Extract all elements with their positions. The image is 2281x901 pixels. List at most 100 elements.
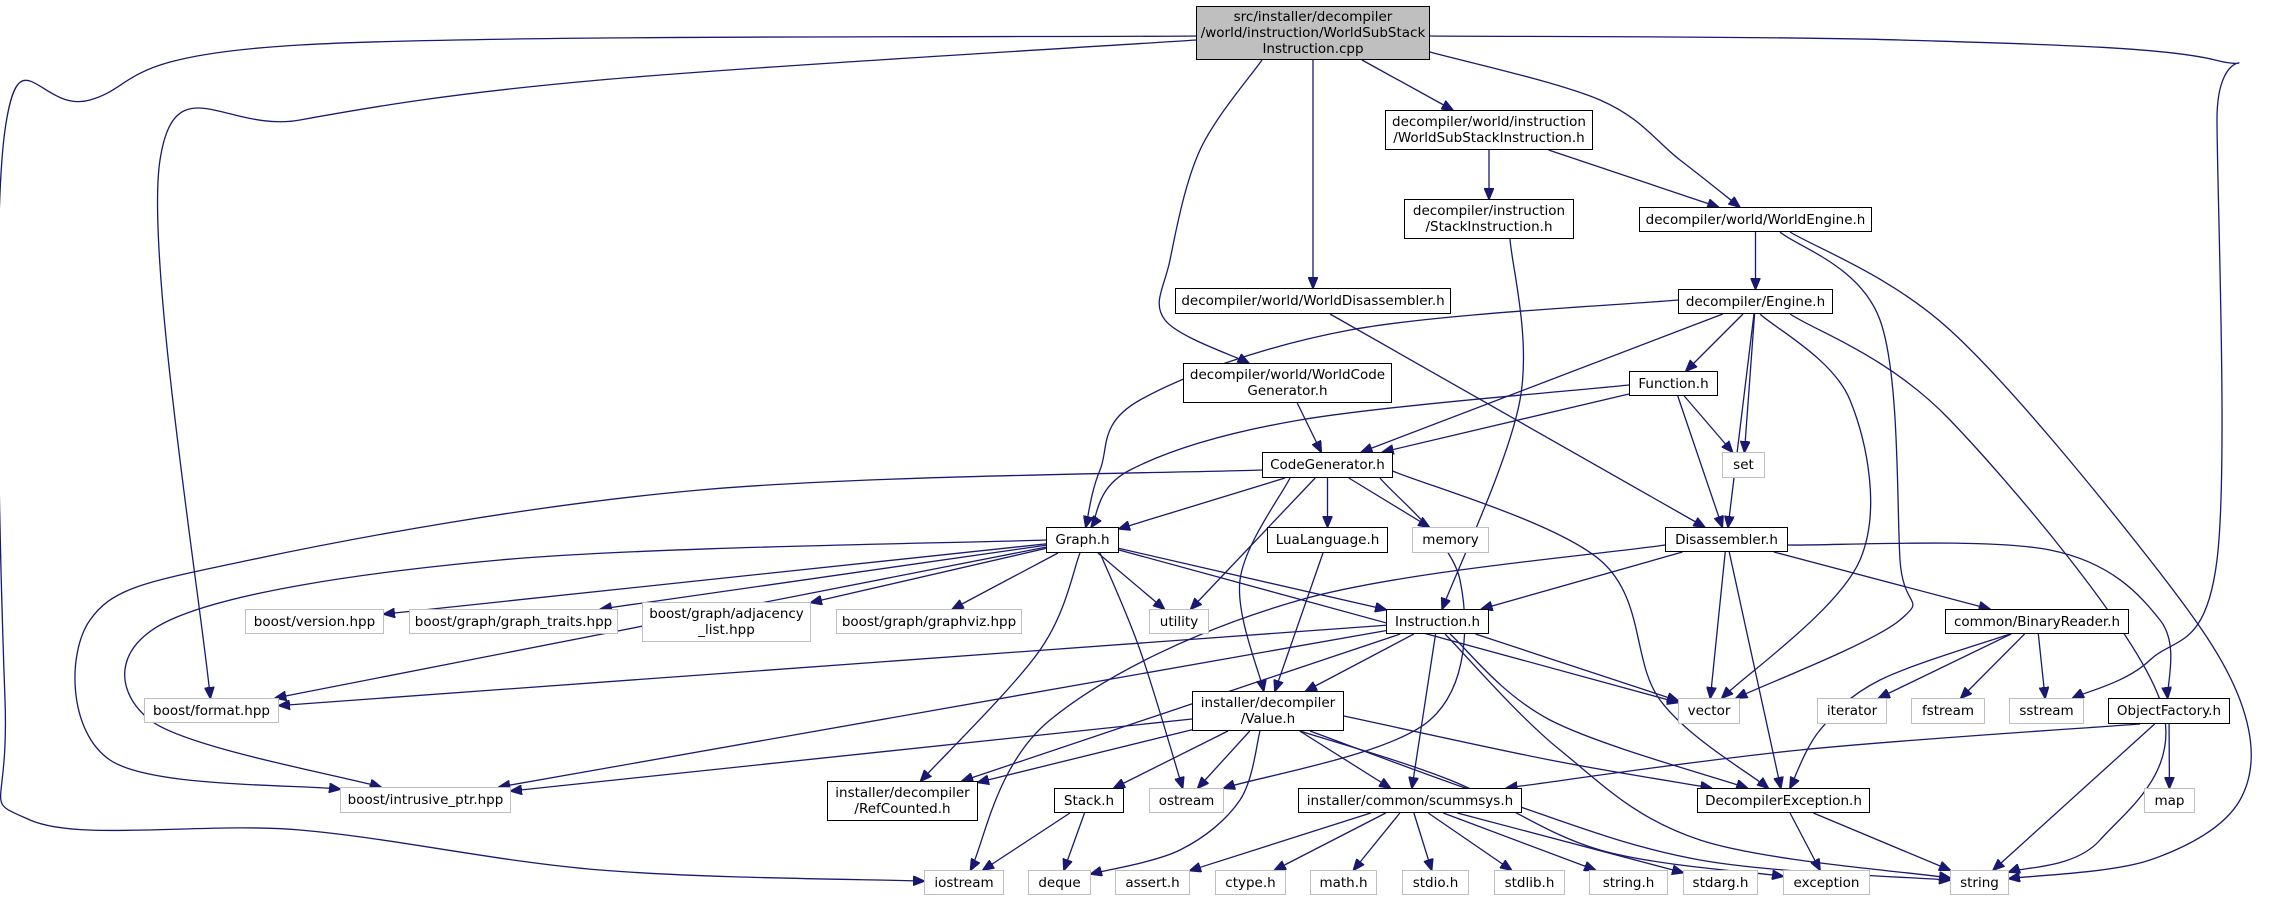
edge-instruction-h-to-string [1444, 633, 1950, 878]
node-boost-version-hpp: boost/version.hpp [245, 609, 384, 634]
node-stdarg-h: stdarg.h [1683, 870, 1758, 895]
node-binary-reader-h[interactable]: common/BinaryReader.h [1945, 609, 2129, 634]
edge-value-h-to-intrusive-ptr [511, 718, 1193, 791]
node-world-engine-h[interactable]: decompiler/world/WorldEngine.h [1639, 207, 1872, 232]
edge-codegen-h-to-decompexc-h [1389, 469, 1768, 788]
node-exception: exception [1783, 870, 1870, 895]
node-boost-adjacency-list-hpp: boost/graph/adjacency _list.hpp [642, 602, 811, 642]
edge-graph-h-to-ostream [1099, 552, 1183, 788]
edge-scummsys-h-to-stdarg-h [1457, 812, 1683, 873]
edge-engine-h-to-codegen-h [1362, 313, 1724, 452]
node-iterator: iterator [1817, 698, 1887, 724]
edge-instruction-h-to-refcounted-h [962, 633, 1401, 781]
edge-engine-h-to-set [1744, 313, 1756, 452]
edge-graph-h-to-graphviz [953, 552, 1059, 609]
node-boost-graph-traits-hpp: boost/graph/graph_traits.hpp [409, 609, 618, 634]
node-scummsys-h[interactable]: installer/common/scummsys.h [1298, 788, 1522, 813]
edge-disasm-h-to-decompexc-h [1728, 551, 1781, 788]
node-map: map [2144, 788, 2195, 813]
edge-value-h-to-exception [1299, 730, 1783, 876]
node-ostream: ostream [1149, 788, 1224, 813]
edge-engine-h-to-string [1789, 313, 2167, 872]
node-string-h: string.h [1589, 870, 1668, 895]
edge-stack-h-to-deque [1064, 812, 1086, 870]
edge-codegen-h-to-graph-h [1119, 477, 1286, 529]
node-function-h[interactable]: Function.h [1629, 371, 1718, 396]
edge-binreader-h-to-iterator [1879, 633, 2012, 698]
node-instruction-h[interactable]: Instruction.h [1386, 609, 1489, 634]
node-ctype-h: ctype.h [1215, 870, 1286, 895]
node-vector: vector [1678, 698, 1740, 724]
node-code-generator-h[interactable]: CodeGenerator.h [1262, 452, 1393, 478]
node-decompiler-exception-h[interactable]: DecompilerException.h [1697, 788, 1870, 813]
edge-root-to-sstream [1429, 35, 2240, 698]
edge-disasm-h-to-vector [1710, 551, 1726, 698]
edge-scummsys-h-to-stdio-h [1413, 812, 1432, 870]
edge-root-to-worldengine-h [1429, 51, 1740, 207]
edge-instruction-h-to-vector [1475, 633, 1678, 701]
edge-worldengine-h-to-string [1789, 231, 2252, 879]
edge-graph-h-to-adjacency [811, 547, 1047, 602]
edge-root-to-wssi-h [1361, 59, 1453, 110]
edge-graph-h-to-refcounted-h [921, 552, 1081, 781]
edge-lua-h-to-value-h [1275, 552, 1324, 691]
edge-graph-h-to-boost-version [384, 543, 1047, 614]
edge-root-to-iostream [0, 35, 1197, 881]
node-value-h[interactable]: installer/decompiler /Value.h [1192, 691, 1344, 731]
edge-binreader-h-to-decompexc-h [1790, 633, 2011, 788]
node-object-factory-h[interactable]: ObjectFactory.h [2108, 698, 2230, 724]
node-lua-language-h[interactable]: LuaLanguage.h [1267, 527, 1388, 553]
edge-objfactory-h-to-scummsys-h [1507, 723, 2141, 788]
edge-function-h-to-set [1683, 395, 1732, 452]
edge-decompexc-h-to-exception [1789, 812, 1820, 870]
node-boost-graphviz-hpp: boost/graph/graphviz.hpp [836, 609, 1022, 634]
edge-value-h-to-deque [1091, 730, 1261, 874]
node-string: string [1950, 870, 2009, 895]
node-root-file: src/installer/decompiler /world/instruct… [1196, 6, 1430, 60]
edge-wssi-h-to-worldengine-h [1548, 149, 1719, 207]
edge-stack-h-to-iostream [983, 812, 1071, 870]
edge-codegen-h-to-value-h [1238, 477, 1291, 691]
node-stdio-h: stdio.h [1402, 870, 1469, 895]
edge-root-to-worldcodegen-h [1158, 59, 1263, 363]
node-world-code-generator-h[interactable]: decompiler/world/WorldCode Generator.h [1183, 363, 1392, 403]
edge-scummsys-h-to-assert-h [1190, 812, 1371, 871]
node-boost-format-hpp: boost/format.hpp [144, 698, 279, 723]
node-world-disassembler-h[interactable]: decompiler/world/WorldDisassembler.h [1175, 288, 1451, 314]
edge-root-to-boost-format [156, 39, 1197, 698]
node-graph-h[interactable]: Graph.h [1046, 527, 1119, 553]
edge-codegen-h-to-memory [1348, 477, 1429, 527]
edge-scummsys-h-to-string-h [1443, 812, 1595, 870]
node-assert-h: assert.h [1115, 870, 1190, 895]
edge-objfactory-h-to-string [1993, 723, 2156, 870]
node-stack-instruction-h[interactable]: decompiler/instruction /StackInstruction… [1404, 199, 1574, 239]
edge-engine-h-to-graph-h [1086, 299, 1679, 527]
edge-codegen-h-to-intrusive-ptr [74, 469, 1263, 789]
edge-scummsys-h-to-math-h [1354, 812, 1401, 870]
node-world-sub-stack-instruction-h[interactable]: decompiler/world/instruction /WorldSubSt… [1385, 110, 1593, 150]
node-fstream: fstream [1911, 698, 1985, 724]
edge-value-h-to-refcounted-h [978, 729, 1193, 783]
edge-value-h-to-decompexc-h [1343, 715, 1711, 788]
edge-instruction-h-to-decompexc-h [1449, 633, 1747, 788]
edge-worldcodegen-h-to-codegen-h [1296, 402, 1321, 452]
node-stack-h[interactable]: Stack.h [1054, 788, 1124, 813]
edge-value-h-to-scummsys-h [1299, 730, 1390, 788]
edge-worldengine-h-to-vector [1736, 231, 1914, 698]
edge-value-h-to-stack-h [1114, 730, 1229, 788]
node-disassembler-h[interactable]: Disassembler.h [1665, 527, 1788, 552]
node-set: set [1722, 452, 1765, 478]
node-deque: deque [1028, 870, 1091, 895]
edge-graph-h-to-utility [1097, 552, 1164, 609]
node-engine-h[interactable]: decompiler/Engine.h [1678, 289, 1833, 314]
edge-graph-h-to-intrusive-ptr [124, 539, 1047, 787]
edge-scummsys-h-to-stdlib-h [1427, 812, 1511, 870]
edge-disasm-h-to-instruction-h [1482, 551, 1683, 609]
node-ref-counted-h[interactable]: installer/decompiler /RefCounted.h [827, 781, 978, 821]
node-stdlib-h: stdlib.h [1494, 870, 1565, 895]
edge-codegen-h-to-ostream [1224, 477, 1466, 788]
edge-engine-h-to-vector [1722, 313, 1872, 698]
node-sstream: sstream [2009, 698, 2084, 724]
node-utility: utility [1149, 609, 1209, 634]
